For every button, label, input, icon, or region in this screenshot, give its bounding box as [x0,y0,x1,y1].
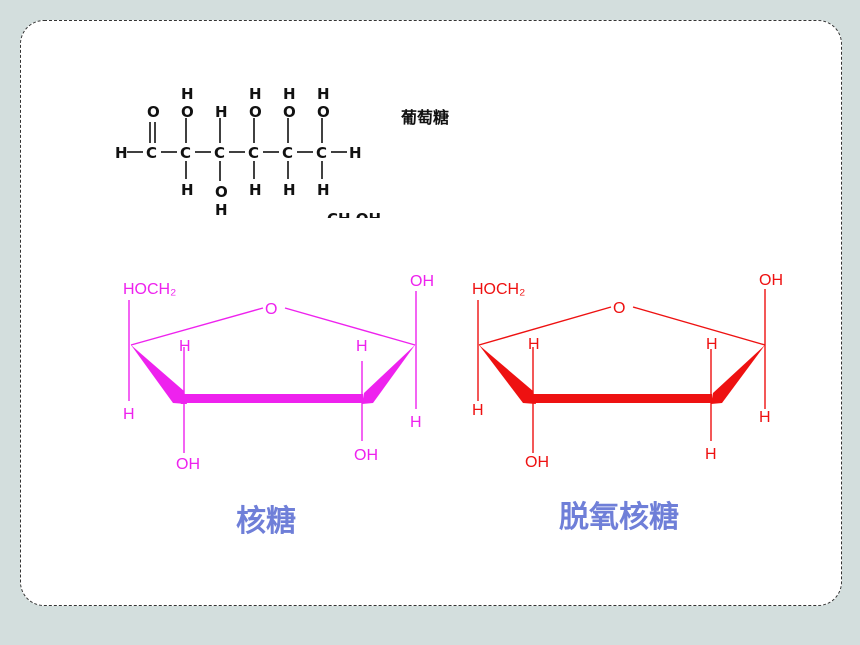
ribose-labels: HOCH₂ O OH H H H H OH OH [123,273,434,473]
slide-card: H C C C C C C H O H O H H O H O H O H O … [20,20,842,606]
deoxyribose-wedges [479,345,765,404]
ribose-oh-label: OH [410,273,434,290]
deoxyribose-h-label: H [706,336,718,353]
ribose-oh-label: OH [354,447,378,464]
ribose-h-label: H [123,406,135,423]
atom-label: H [283,181,296,199]
deoxyribose-h-label: H [472,402,484,419]
deoxyribose-h-label: H [528,336,540,353]
deoxyribose-hoch2-label: HOCH₂ [472,281,525,298]
ribose-h-label: H [356,338,368,355]
atom-label: H [317,85,330,103]
atom-label: H [349,144,362,162]
atom-label: H [181,181,194,199]
atom-label: C [180,144,191,162]
deoxyribose-labels: HOCH₂ O OH H H H H OH H [472,272,783,471]
ribose-h-label: H [179,338,191,355]
glucose-name: 葡萄糖 [400,108,449,127]
atom-label: O [317,103,330,121]
ribose-caption: 核糖 [236,504,296,539]
atom-label: O [283,103,296,121]
diagram-canvas: H C C C C C C H O H O H H O H O H O H O … [115,85,783,539]
deoxyribose-oh-label: OH [759,272,783,289]
atom-label: H [215,201,228,219]
glucose-structure [127,118,347,181]
atom-label: H [115,144,128,162]
atom-label: C [146,144,157,162]
deoxyribose-h-label: H [759,409,771,426]
ribose-ring-o: O [265,301,277,318]
atom-label: O [181,103,194,121]
atom-label: H [317,181,330,199]
atom-label: H [249,181,262,199]
atom-label: O [147,103,160,121]
deoxyribose-caption: 脱氧核糖 [559,500,679,535]
atom-label: O [215,183,228,201]
atom-label: C [214,144,225,162]
atom-label: H [181,85,194,103]
ribose-wedges [131,345,415,404]
atom-label: H [283,85,296,103]
deoxyribose-ring-o: O [613,300,625,317]
atom-label: C [316,144,327,162]
atom-label: C [248,144,259,162]
deoxyribose-h-label: H [705,446,717,463]
atom-label: O [249,103,262,121]
deoxyribose-oh-label: OH [525,454,549,471]
ribose-oh-label: OH [176,456,200,473]
ribose-hoch2-label: HOCH₂ [123,281,176,298]
glucose-atoms: H C C C C C C H O H O H H O H O H O H O … [115,85,449,228]
ribose-h-label: H [410,414,422,431]
atom-label: H [249,85,262,103]
atom-label: H [215,103,228,121]
atom-label: C [282,144,293,162]
cut-off-label: CH OH [327,210,381,228]
